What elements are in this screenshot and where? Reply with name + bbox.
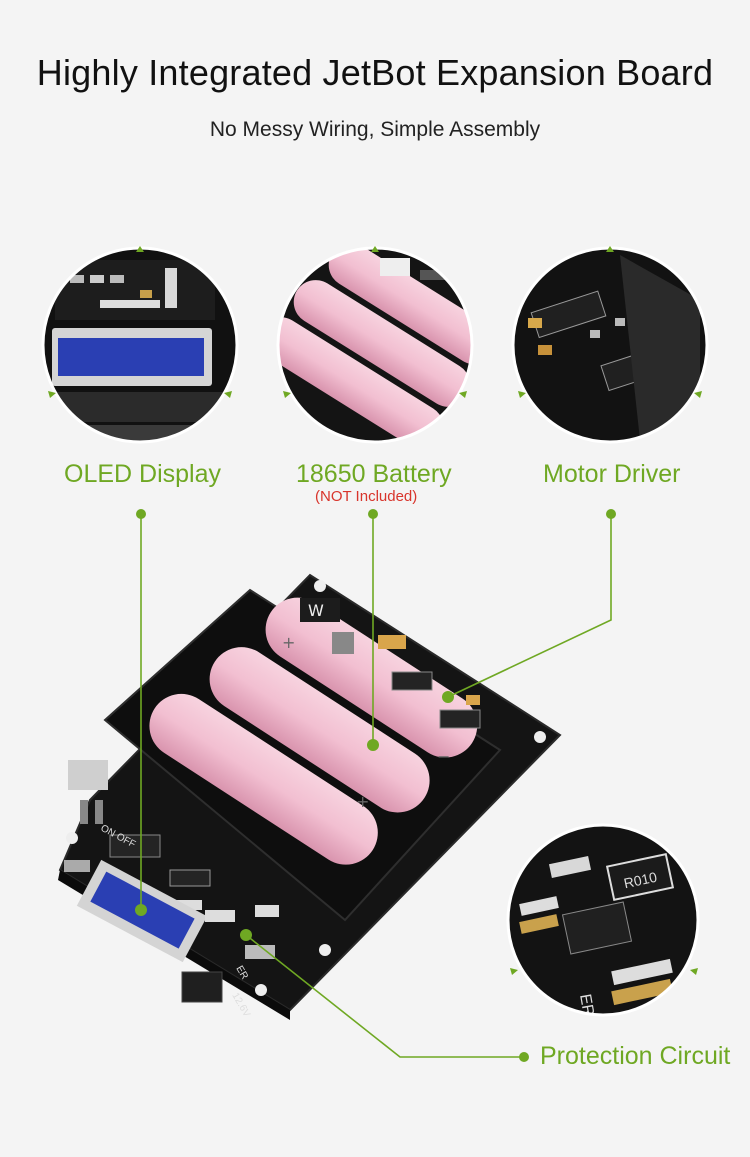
battery-note: (NOT Included) <box>315 488 418 505</box>
svg-text:ER: ER <box>576 993 597 1018</box>
oled-display-label: OLED Display <box>64 460 221 488</box>
svg-text:−: − <box>437 747 450 766</box>
battery-detail-circle <box>276 246 474 444</box>
page-subtitle: No Messy Wiring, Simple Assembly <box>209 118 541 141</box>
oled-detail-circle <box>41 246 239 444</box>
page-title: Highly Integrated JetBot Expansion Board <box>36 52 714 93</box>
protection-circuit-label: Protection Circuit <box>540 1042 731 1070</box>
motor-driver-label: Motor Driver <box>543 460 681 488</box>
motor-driver-detail-circle <box>511 246 709 444</box>
callout-lines <box>140 514 612 1058</box>
callout-dots <box>135 509 616 1062</box>
expansion-board: + + − W ON OFF 12.6V ER <box>58 573 562 1020</box>
protection-detail-circle: R010 ER <box>506 823 700 1018</box>
voltage-marking: 12.6V <box>229 991 252 1019</box>
svg-text:+: + <box>356 792 369 811</box>
battery-label: 18650 Battery <box>296 460 452 488</box>
chip-code-marking: R010 <box>622 869 658 892</box>
svg-text:W: W <box>308 601 324 620</box>
svg-text:+: + <box>282 633 295 652</box>
